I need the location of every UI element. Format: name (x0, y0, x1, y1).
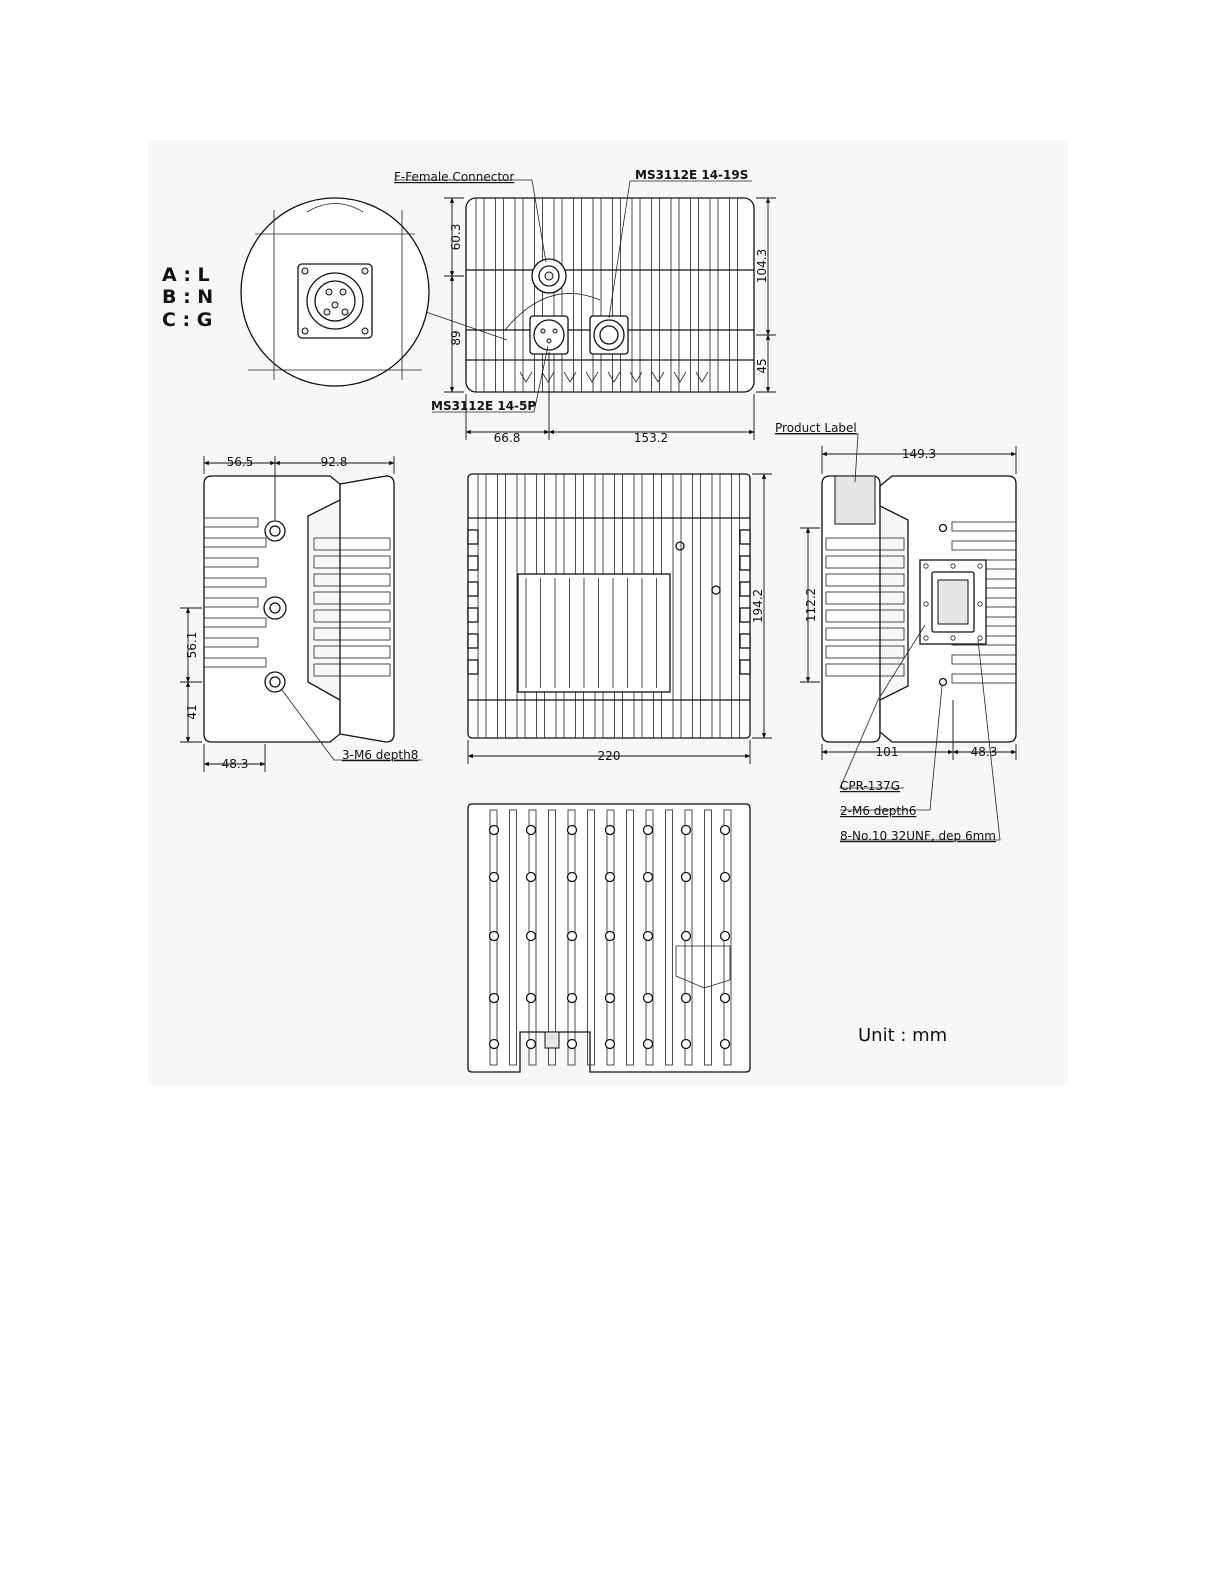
front-tab-right (740, 660, 750, 674)
bottom-hole (682, 1040, 691, 1049)
dim-92-8: 92.8 (321, 455, 348, 469)
front-tab-left (468, 530, 478, 544)
bottom-hole (644, 873, 653, 882)
bottom-hole (644, 1040, 653, 1049)
callout-ms3112e-14-19s: MS3112E 14-19S (635, 168, 748, 182)
bottom-hole (606, 826, 615, 835)
front-tab-left (468, 608, 478, 622)
bottom-hole (644, 932, 653, 941)
dim-41: 41 (185, 704, 199, 719)
callout-2-m6-depth6: 2-M6 depth6 (840, 804, 916, 818)
bottom-hole (682, 873, 691, 882)
bottom-hole (527, 873, 536, 882)
pin-label-a: A : L (162, 264, 210, 286)
product-label-box (835, 476, 875, 524)
bottom-hole (682, 994, 691, 1003)
bottom-hole (568, 994, 577, 1003)
dim-220: 220 (598, 749, 621, 763)
bottom-hole (527, 826, 536, 835)
bottom-hole (606, 873, 615, 882)
dim-48-3-left: 48.3 (222, 757, 249, 771)
bottom-hole (644, 826, 653, 835)
bottom-hole (682, 826, 691, 835)
bottom-hole (568, 873, 577, 882)
dim-194-2: 194.2 (751, 589, 765, 623)
bottom-hole (527, 994, 536, 1003)
front-tab-left (468, 660, 478, 674)
dim-56-5: 56.5 (227, 455, 254, 469)
bottom-hole (721, 873, 730, 882)
dim-112-2: 112.2 (804, 588, 818, 622)
front-tab-left (468, 556, 478, 570)
bottom-hole (490, 932, 499, 941)
bottom-hole (527, 1040, 536, 1049)
bottom-hole (568, 932, 577, 941)
front-view (468, 474, 750, 738)
bottom-hole (682, 932, 691, 941)
dim-104-3: 104.3 (755, 249, 769, 283)
front-tab-right (740, 530, 750, 544)
unit-label: Unit : mm (858, 1025, 947, 1046)
bottom-hole (721, 1040, 730, 1049)
front-tab-left (468, 634, 478, 648)
front-tab-left (468, 582, 478, 596)
bottom-hole (606, 1040, 615, 1049)
bottom-hole (490, 873, 499, 882)
bottom-hole (644, 994, 653, 1003)
dim-48-3-right: 48.3 (971, 745, 998, 759)
bottom-hole (490, 994, 499, 1003)
bottom-hole (568, 1040, 577, 1049)
callout-cpr-137g: CPR-137G (840, 779, 900, 793)
front-tab-right (740, 634, 750, 648)
pin-label-b: B : N (162, 286, 213, 308)
callout-8-no10-32unf: 8-No.10 32UNF, dep 6mm (840, 829, 996, 843)
pin-label-c: C : G (162, 309, 212, 331)
bottom-hole (606, 932, 615, 941)
dim-153-2: 153.2 (634, 431, 668, 445)
callout-f-female-connector: F-Female Connector (394, 170, 514, 184)
dim-149-3: 149.3 (902, 447, 936, 461)
bottom-hole (606, 994, 615, 1003)
bottom-hole (721, 994, 730, 1003)
front-tab-right (740, 608, 750, 622)
dim-56-1: 56.1 (185, 632, 199, 659)
bottom-hole (490, 826, 499, 835)
bottom-hole (490, 1040, 499, 1049)
dim-89: 89 (449, 330, 463, 345)
bottom-hole (721, 932, 730, 941)
bottom-hole (568, 826, 577, 835)
bottom-view (468, 804, 750, 1072)
dim-66-8: 66.8 (494, 431, 521, 445)
callout-product-label: Product Label (775, 421, 857, 435)
dim-60-3: 60.3 (449, 224, 463, 251)
bottom-hole (527, 932, 536, 941)
dim-101: 101 (876, 745, 899, 759)
callout-3-m6-depth8: 3-M6 depth8 (342, 748, 418, 762)
dim-45: 45 (755, 358, 769, 373)
front-tab-right (740, 582, 750, 596)
bottom-hole (721, 826, 730, 835)
top-view (466, 198, 754, 392)
callout-ms3112e-14-5p: MS3112E 14-5P (431, 399, 536, 413)
front-tab-right (740, 556, 750, 570)
